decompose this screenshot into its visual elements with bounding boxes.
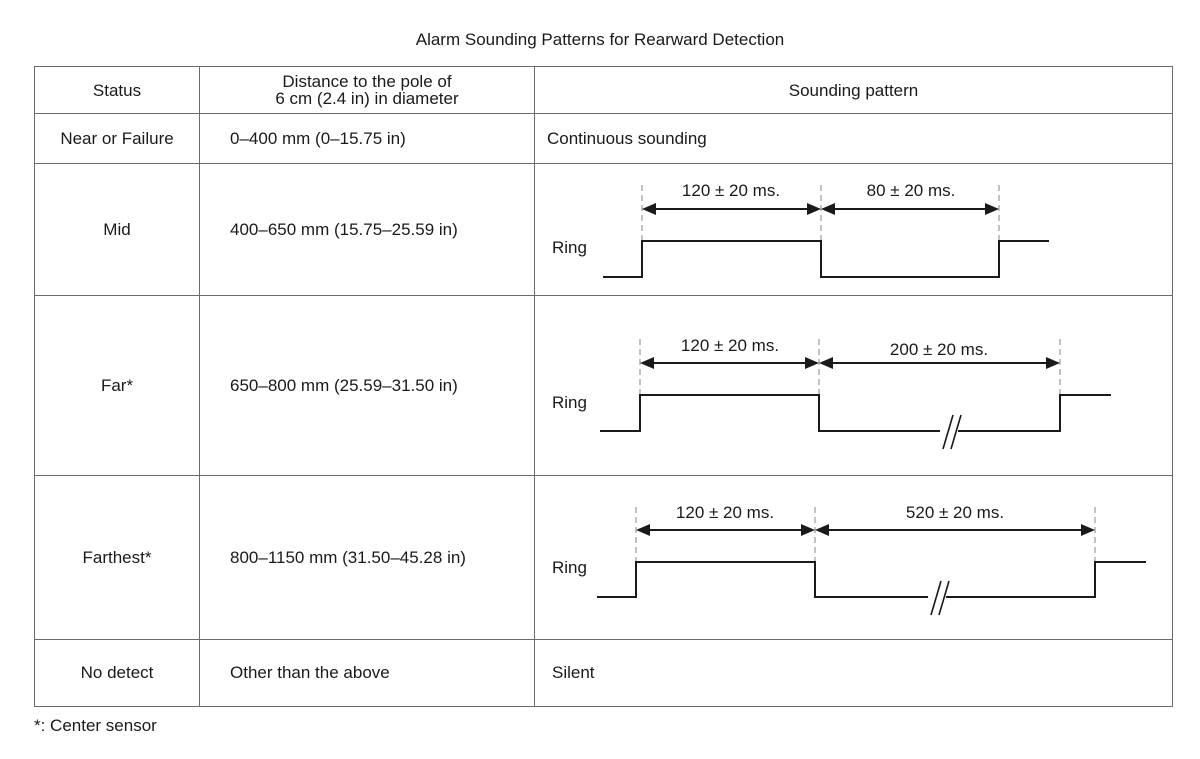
far-waveform: Ring 120 ± 20 ms. 200 ± 20 ms. — [552, 336, 1111, 449]
on-time-label: 120 ± 20 ms. — [681, 336, 779, 355]
table-row: Far* 650–800 mm (25.59–31.50 in) Ring 12… — [34, 295, 1173, 476]
status-cell: Farthest* — [34, 475, 200, 640]
alarm-pattern-table: Status Distance to the pole of 6 cm (2.4… — [34, 66, 1173, 707]
on-time-label: 120 ± 20 ms. — [682, 181, 780, 200]
pattern-cell: Ring 120 ± 20 ms. 520 ± 20 ms. — [534, 475, 1173, 640]
mid-waveform: Ring 120 ± 20 ms. 80 ± 20 ms. — [552, 181, 1049, 278]
footnote: *: Center sensor — [34, 716, 157, 735]
status-cell: Far* — [34, 295, 200, 476]
status-cell: No detect — [34, 639, 200, 707]
distance-cell: 800–1150 mm (31.50–45.28 in) — [199, 475, 535, 640]
table-row: Mid 400–650 mm (15.75–25.59 in) Ring 120… — [34, 163, 1173, 296]
table-header-row: Status Distance to the pole of 6 cm (2.4… — [34, 66, 1173, 114]
pattern-cell: Silent — [534, 639, 1173, 707]
pattern-cell: Ring 120 ± 20 ms. 200 ± 20 ms. — [534, 295, 1173, 476]
table-row: Near or Failure 0–400 mm (0–15.75 in) Co… — [34, 113, 1173, 164]
status-cell: Near or Failure — [34, 113, 200, 164]
table-title: Alarm Sounding Patterns for Rearward Det… — [415, 30, 785, 49]
arrowhead — [985, 202, 999, 215]
header-pattern: Sounding pattern — [534, 66, 1173, 114]
arrowhead — [640, 356, 654, 369]
pattern-cell: Ring 120 ± 20 ms. 80 ± 20 ms. — [534, 163, 1173, 296]
arrowhead — [1046, 356, 1060, 369]
ring-signal-trace — [603, 239, 1049, 278]
off-time-label: 200 ± 20 ms. — [890, 340, 988, 359]
farthest-waveform: Ring 120 ± 20 ms. 520 ± 20 ms. — [552, 503, 1146, 615]
distance-cell: 400–650 mm (15.75–25.59 in) — [199, 163, 535, 296]
table-row: No detect Other than the above Silent — [34, 639, 1173, 707]
off-time-label: 520 ± 20 ms. — [906, 503, 1004, 522]
arrowhead — [821, 202, 835, 215]
ring-signal-trace — [597, 560, 1146, 598]
pattern-cell: Continuous sounding — [534, 113, 1173, 164]
off-time-label: 80 ± 20 ms. — [867, 181, 956, 200]
ring-label: Ring — [552, 238, 587, 257]
break-mark — [950, 414, 962, 449]
arrowhead — [1081, 523, 1095, 536]
table-row: Farthest* 800–1150 mm (31.50–45.28 in) R… — [34, 475, 1173, 640]
distance-cell: Other than the above — [199, 639, 535, 707]
arrowhead — [636, 523, 650, 536]
arrowhead — [805, 356, 819, 369]
header-distance-line1: Distance to the pole of — [282, 72, 452, 91]
header-distance-line2: 6 cm (2.4 in) in diameter — [275, 89, 459, 108]
on-time-label: 120 ± 20 ms. — [676, 503, 774, 522]
distance-cell: 0–400 mm (0–15.75 in) — [199, 113, 535, 164]
distance-cell: 650–800 mm (25.59–31.50 in) — [199, 295, 535, 476]
break-mark — [942, 414, 954, 449]
header-distance: Distance to the pole of 6 cm (2.4 in) in… — [199, 66, 535, 114]
ring-label: Ring — [552, 393, 587, 412]
break-mark — [938, 580, 950, 615]
arrowhead — [815, 523, 829, 536]
status-cell: Mid — [34, 163, 200, 296]
ring-signal-trace — [600, 393, 1111, 432]
ring-label: Ring — [552, 558, 587, 577]
arrowhead — [801, 523, 815, 536]
arrowhead — [642, 202, 656, 215]
header-status: Status — [34, 66, 200, 114]
arrowhead — [807, 202, 821, 215]
arrowhead — [819, 356, 833, 369]
break-mark — [930, 580, 942, 615]
